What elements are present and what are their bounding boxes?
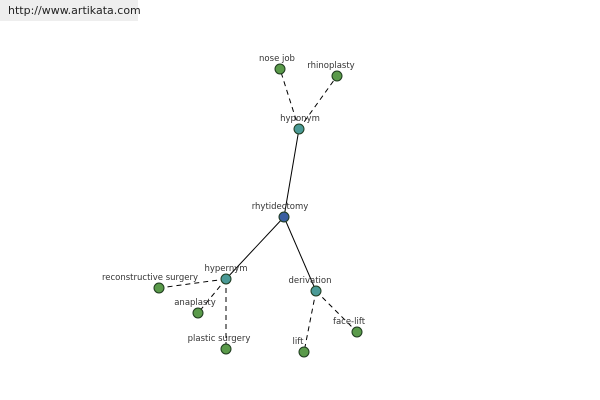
node-label-hypernym: hypernym [204,264,247,274]
node-label-derivation: derivation [288,276,331,286]
edge-derivation-face-lift [315,290,358,333]
edge-hyponym-nose-job [279,68,300,130]
node-label-hyponym: hyponym [280,114,320,124]
edge-hyponym-rhinoplasty [298,75,338,130]
node-reconstructive-surgery[interactable] [153,282,165,294]
node-plastic-surgery[interactable] [220,343,232,355]
node-label-lift: lift [293,337,305,347]
node-label-rhinoplasty: rhinoplasty [307,61,354,71]
edge-hypernym-reconstructive-surgery [158,278,227,289]
node-nose-job[interactable] [274,63,286,75]
watermark-url: http://www.artikata.com [0,0,141,21]
node-label-rhytidectomy: rhytidectomy [252,202,309,212]
node-label-anaplasty: anaplasty [174,298,216,308]
node-label-nose-job: nose job [259,54,295,64]
edge-derivation-lift [303,290,317,353]
node-lift[interactable] [298,346,310,358]
node-anaplasty[interactable] [192,307,204,319]
node-label-face-lift: face-lift [333,317,366,327]
nodes-layer [153,63,363,358]
node-rhinoplasty[interactable] [331,70,343,82]
node-derivation[interactable] [310,285,322,297]
node-label-plastic-surgery: plastic surgery [188,334,251,344]
node-hypernym[interactable] [220,273,232,285]
edge-rhytidectomy-hyponym [283,128,300,218]
edges-layer [158,68,358,353]
node-rhytidectomy[interactable] [278,211,290,223]
edge-hypernym-anaplasty [197,278,227,314]
node-hyponym[interactable] [293,123,305,135]
edge-rhytidectomy-derivation [283,216,317,292]
labels-layer: rhytidectomy hyponym hypernym derivation nos… [102,54,366,347]
edge-rhytidectomy-hypernym [225,216,285,280]
node-face-lift[interactable] [351,326,363,338]
node-label-reconstructive-surgery: reconstructive surgery [102,273,198,283]
